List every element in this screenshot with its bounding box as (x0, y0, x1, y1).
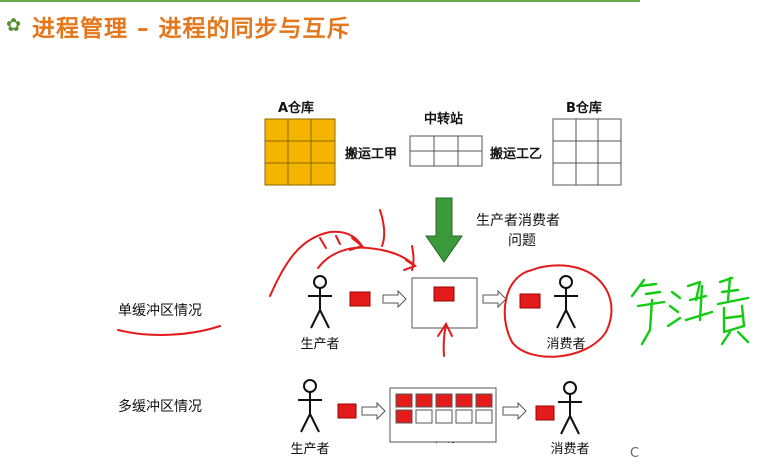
single-producer-figure (308, 275, 332, 329)
slide-title: 进程管理 – 进程的同步与互斥 (32, 16, 351, 42)
hollow-arrow-4 (502, 401, 527, 421)
multi-item-red (337, 403, 357, 419)
gear-icon: ✿ (6, 15, 22, 36)
multi-producer-figure (298, 379, 322, 433)
warehouse-a-grid (264, 118, 336, 186)
single-consumer-label: 消费者 (546, 337, 586, 352)
multi-producer-label: 生产者 (290, 442, 330, 457)
multi-consumer-label: 消费者 (550, 442, 590, 457)
porter-b-label: 搬运工乙 (490, 147, 543, 162)
multi-consumer-item (535, 405, 555, 421)
hollow-arrow-1 (382, 289, 407, 309)
multi-buffer-label: 多缓冲区情况 (118, 399, 202, 415)
green-handwriting (630, 276, 750, 346)
problem-title-line2: 问题 (508, 233, 536, 249)
top-divider (0, 0, 640, 2)
multi-buffer-slots (395, 393, 493, 424)
warehouse-b-grid (552, 118, 622, 186)
problem-title-line1: 生产者消费者 (476, 213, 560, 229)
single-market-box (411, 277, 478, 329)
single-market-item (433, 286, 455, 302)
single-buffer-label: 单缓冲区情况 (118, 303, 202, 319)
slide-header: ✿ 进程管理 – 进程的同步与互斥 (6, 8, 351, 44)
single-consumer-figure (554, 275, 578, 329)
red-ink-annotations (117, 209, 613, 358)
consumer-item-red (519, 293, 541, 309)
multi-consumer-figure (558, 381, 582, 435)
porter-a-label: 搬运工甲 (345, 147, 398, 162)
footer-char: C (630, 446, 640, 461)
transfer-station-label: 中转站 (424, 112, 464, 127)
warehouse-b-label: B仓库 (566, 101, 602, 116)
hollow-arrow-2 (482, 289, 507, 309)
single-producer-label: 生产者 (300, 337, 340, 352)
hollow-arrow-3 (361, 401, 386, 421)
green-down-arrow (425, 197, 463, 263)
warehouse-a-label: A仓库 (278, 101, 315, 116)
single-item-red (349, 291, 371, 307)
transfer-station-grid (409, 135, 483, 167)
